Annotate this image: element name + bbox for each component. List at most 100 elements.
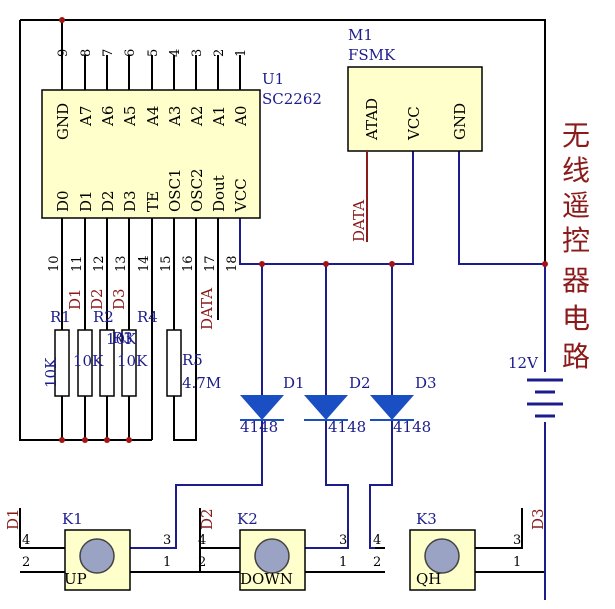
u1-pin-name: GND [54,103,72,140]
junction-dot [126,437,132,443]
diodes: D1 D2 D3 4148 4148 4148 [240,374,437,436]
key-pin: 2 [198,555,206,570]
key-ref: K1 [62,510,83,528]
u1-pin-number: 2 [212,49,227,57]
m1-ref: M1 [348,26,373,44]
resistor-value: 4.7M [182,374,221,392]
key-pin: 3 [163,533,171,548]
u1-pin-name: D0 [54,190,72,212]
u1-pin-number: 12 [92,255,107,272]
u1-pin-number: 5 [146,49,161,57]
net-label-data-m1: DATA [350,200,368,242]
key-name: DOWN [240,570,293,588]
net-label-data: DATA [198,288,216,330]
u1-pin-name: A4 [144,106,162,127]
resistor-r4 [121,329,137,397]
diode-d3 [370,395,414,420]
u1-pin-name: OSC2 [188,168,206,212]
u1-pin-number: 1 [234,49,249,57]
diode-ref: D1 [283,374,305,392]
u1-pin-number: 17 [203,255,218,272]
resistor-ref: R3 [112,329,133,347]
junction-dot [82,437,88,443]
resistor-ref: R2 [93,308,114,326]
resistor-ref: R1 [50,308,71,326]
junction-dot [542,261,548,267]
junction-dot [323,261,329,267]
resistor-value: 10K [73,352,104,370]
u1-pin-number: 18 [225,255,240,272]
u1-pin-number: 7 [101,49,116,57]
u1-pin-name: OSC1 [166,168,184,212]
u1-pin-number: 14 [137,255,152,272]
key-net-label: D1 [4,508,22,530]
diode-part: 4148 [328,418,366,436]
u1-pin-name: TE [144,191,162,212]
diode-ref: D3 [415,374,437,392]
u1-pin-number: 15 [159,255,174,272]
u1-pin-number: 4 [168,49,183,57]
resistor-value: 10K [117,352,148,370]
key-pin: 2 [373,555,381,570]
u1-pin-name: A2 [188,106,206,127]
net-label-d2: D2 [88,288,106,310]
title-char: 控 [562,224,590,257]
junction-dot [59,437,65,443]
u1-pin-number: 13 [114,255,129,272]
diode-part: 4148 [240,418,278,436]
key-pin: 4 [198,533,206,548]
title-char: 器 [562,264,590,297]
m1-pin-name: ATAD [363,98,381,141]
diode-part: 4148 [393,418,431,436]
title-vertical: 无 线 遥 控 器 电 路 [562,119,590,373]
u1-pin-name: D3 [121,190,139,212]
resistor-value: 10K [106,330,137,348]
resistor-ref: R4 [137,308,158,326]
u1-pin-name: D2 [99,190,117,212]
resistor-r5 [166,329,182,397]
junction-dot [389,261,395,267]
u1-pin-name: A1 [210,106,228,127]
key-pin: 4 [373,533,381,548]
u1-pin-number: 3 [190,49,205,57]
u1-pin-name: VCC [232,178,250,213]
resistor-ref: R5 [182,351,203,369]
key-pin: 4 [22,533,30,548]
title-char: 无 [562,119,590,152]
net-label-d3: D3 [110,288,128,310]
u1-pin-number: 6 [123,49,138,57]
junction-dot [104,437,110,443]
diode-ref: D2 [349,374,371,392]
key-net-label: D2 [198,508,216,530]
resistor-r3 [99,329,115,397]
title-char: 遥 [562,189,590,222]
key-net-label: D3 [529,508,547,530]
key-pin: 1 [163,555,171,570]
m1-module: M1 FSMK ATAD VCC GND DATA [347,26,483,242]
u1-pin-name: Dout [210,175,228,212]
u1-pin-name: A5 [121,106,139,127]
u1-ref: U1 [262,70,284,88]
u1-pin-number: 9 [56,49,71,57]
u1-pin-number: 10 [47,255,62,272]
resistor-r2 [77,329,93,397]
diode-d1 [240,395,284,420]
u1-pin-name: A0 [232,106,250,127]
title-char: 电 [562,302,590,335]
resistor-r1 [54,329,70,397]
u1-pin-name: A3 [166,106,184,127]
resistors: R1 R2 R3 R4 R5 10K 10K 10K 10K 4.7M [42,308,221,397]
title-char: 线 [562,154,590,187]
u1-pin-number: 11 [70,255,85,272]
key-k1-button [79,538,115,574]
key-name: QH [416,570,441,588]
key-pin: 2 [22,555,30,570]
u1-part: SC2262 [262,90,322,108]
u1-pin-name: D1 [77,190,95,212]
m1-part: FSMK [348,46,396,64]
key-ref: K2 [237,510,258,528]
u1-pin-name: A6 [99,106,117,127]
u1-pin-number: 16 [181,255,196,272]
